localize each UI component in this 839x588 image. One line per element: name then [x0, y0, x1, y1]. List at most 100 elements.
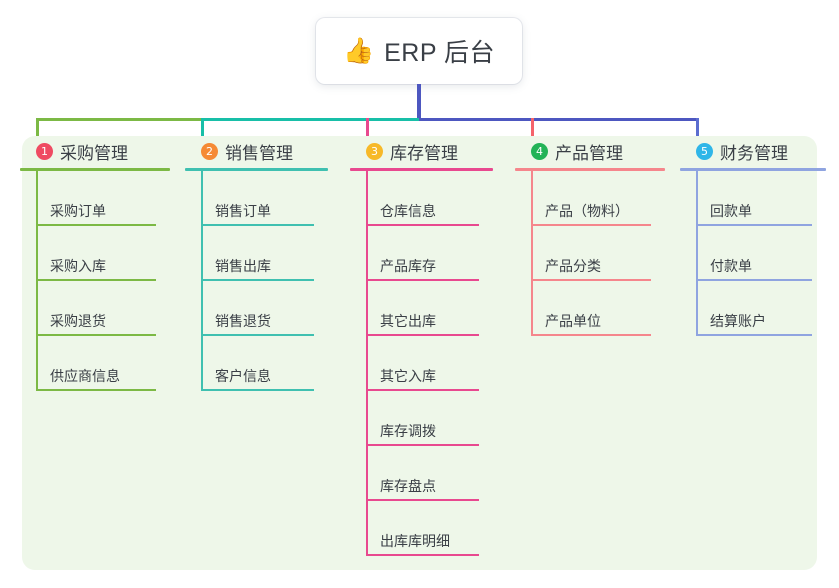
branch-items-3: 仓库信息产品库存其它出库其它入库库存调拨库存盘点出库库明细	[350, 171, 493, 556]
branch-item-label: 其它入库	[380, 368, 436, 384]
branch-item-underline	[366, 279, 479, 281]
branch-item-label: 销售出库	[215, 258, 271, 274]
branch-drop-4	[531, 118, 534, 140]
branch-items-1: 采购订单采购入库采购退货供应商信息	[20, 171, 170, 391]
branch-underline-5	[680, 168, 826, 171]
branch-spine-3	[366, 171, 368, 556]
branch-item-underline	[531, 279, 651, 281]
branch-item[interactable]: 客户信息	[185, 336, 328, 391]
branch-item-label: 客户信息	[215, 368, 271, 384]
branch-item[interactable]: 产品库存	[350, 226, 493, 281]
branch-spine-1	[36, 171, 38, 391]
branch-item-underline	[201, 334, 314, 336]
branch-underline-4	[515, 168, 665, 171]
branch-badge-5: 5	[696, 142, 713, 160]
branch-item-underline	[201, 389, 314, 391]
branch-item-label: 采购退货	[50, 313, 106, 329]
branch-item-label: 产品单位	[545, 313, 601, 329]
branch-item[interactable]: 付款单	[680, 226, 826, 281]
branch-item-underline	[36, 334, 156, 336]
branch-spine-4	[531, 171, 533, 336]
branch-title-5: 财务管理	[720, 143, 788, 163]
branch-title-4: 产品管理	[555, 143, 623, 163]
branch-item-underline	[36, 279, 156, 281]
root-title: ERP 后台	[384, 39, 496, 67]
branch-item-label: 仓库信息	[380, 203, 436, 219]
branch-item[interactable]: 产品单位	[515, 281, 665, 336]
branch-item-label: 采购入库	[50, 258, 106, 274]
branch-item-underline	[201, 279, 314, 281]
branch-item[interactable]: 供应商信息	[20, 336, 170, 391]
branch-item-underline	[531, 334, 651, 336]
branch-item[interactable]: 库存盘点	[350, 446, 493, 501]
branch-header-3[interactable]: 3 库存管理	[350, 136, 493, 166]
branch-item[interactable]: 其它出库	[350, 281, 493, 336]
branch-item[interactable]: 回款单	[680, 171, 826, 226]
branch-item-label: 回款单	[710, 203, 752, 219]
branch-item-label: 出库库明细	[380, 533, 450, 549]
branch-item-underline	[696, 279, 812, 281]
branch-underline-3	[350, 168, 493, 171]
branch-item-underline	[696, 224, 812, 226]
bus-segment-4	[531, 118, 699, 121]
branch-item[interactable]: 产品（物料）	[515, 171, 665, 226]
branch-header-2[interactable]: 2 销售管理	[185, 136, 328, 166]
branch-item[interactable]: 仓库信息	[350, 171, 493, 226]
branch-spine-2	[201, 171, 203, 391]
branch-badge-3: 3	[366, 142, 383, 160]
branch-item-label: 产品库存	[380, 258, 436, 274]
branch-item-underline	[36, 389, 156, 391]
branch-item-label: 采购订单	[50, 203, 106, 219]
branch-header-5[interactable]: 5 财务管理	[680, 136, 826, 166]
branch-item-label: 产品（物料）	[545, 203, 629, 219]
branch-item-underline	[531, 224, 651, 226]
branch-item[interactable]: 采购退货	[20, 281, 170, 336]
branch-item-underline	[366, 334, 479, 336]
branch-item-label: 供应商信息	[50, 368, 120, 384]
branch-column-3: 3 库存管理仓库信息产品库存其它出库其它入库库存调拨库存盘点出库库明细	[350, 136, 493, 556]
branch-item[interactable]: 结算账户	[680, 281, 826, 336]
branch-item[interactable]: 采购入库	[20, 226, 170, 281]
branch-item[interactable]: 销售退货	[185, 281, 328, 336]
branch-item[interactable]: 销售出库	[185, 226, 328, 281]
branch-item[interactable]: 产品分类	[515, 226, 665, 281]
branch-drop-5	[696, 118, 699, 140]
branch-item-label: 付款单	[710, 258, 752, 274]
branch-item-underline	[696, 334, 812, 336]
branch-underline-2	[185, 168, 328, 171]
branch-item-label: 结算账户	[710, 313, 766, 329]
branch-item[interactable]: 采购订单	[20, 171, 170, 226]
bus-segment-2	[201, 118, 422, 121]
branch-item-label: 产品分类	[545, 258, 601, 274]
branch-title-3: 库存管理	[390, 143, 458, 163]
root-node[interactable]: 👍 ERP 后台	[316, 18, 522, 84]
bus-segment-3	[419, 118, 534, 121]
branch-item-underline	[201, 224, 314, 226]
branch-item-underline	[366, 499, 479, 501]
branch-drop-3	[366, 118, 369, 140]
branch-underline-1	[20, 168, 170, 171]
branch-items-5: 回款单付款单结算账户	[680, 171, 826, 336]
branch-item[interactable]: 销售订单	[185, 171, 328, 226]
branch-items-2: 销售订单销售出库销售退货客户信息	[185, 171, 328, 391]
branch-item-label: 其它出库	[380, 313, 436, 329]
branch-item-label: 库存调拨	[380, 423, 436, 439]
branch-title-2: 销售管理	[225, 143, 293, 163]
branch-item[interactable]: 库存调拨	[350, 391, 493, 446]
branch-item-underline	[366, 554, 479, 556]
branch-items-4: 产品（物料） 产品分类产品单位	[515, 171, 665, 336]
branch-column-2: 2 销售管理销售订单销售出库销售退货客户信息	[185, 136, 328, 391]
branch-item[interactable]: 其它入库	[350, 336, 493, 391]
branch-spine-5	[696, 171, 698, 336]
branch-item[interactable]: 出库库明细	[350, 501, 493, 556]
branch-item-underline	[366, 444, 479, 446]
branch-item-underline	[366, 224, 479, 226]
branch-badge-1: 1	[36, 142, 53, 160]
branch-badge-2: 2	[201, 142, 218, 160]
bus-segment-1	[36, 118, 204, 121]
